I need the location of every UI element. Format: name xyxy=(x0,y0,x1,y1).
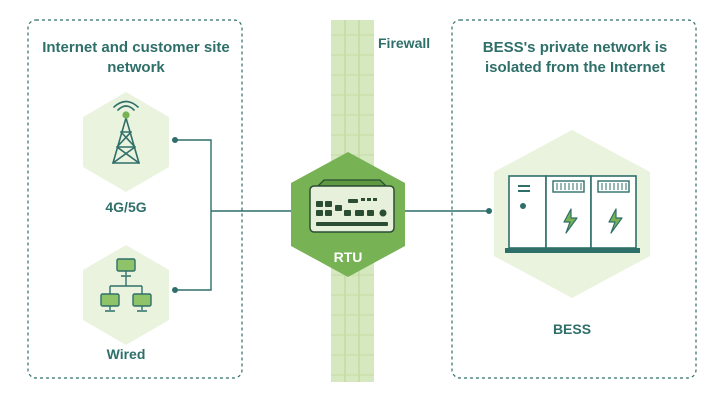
cell-label: 4G/5G xyxy=(105,199,147,215)
wired-label: Wired xyxy=(106,346,146,362)
right-panel xyxy=(451,19,697,379)
wired-hexagon xyxy=(83,245,169,345)
right-panel-title: BESS's private network is isolated from … xyxy=(482,39,668,76)
rtu-device-icon xyxy=(309,179,395,233)
network-computers-icon xyxy=(100,258,152,312)
left-panel-title: Internet and customer site network xyxy=(42,39,230,76)
cell-tower-icon xyxy=(112,100,140,164)
connector-lines xyxy=(175,139,489,291)
cell-hexagon xyxy=(83,92,169,192)
firewall-label: Firewall xyxy=(378,35,431,51)
bess-label: BESS xyxy=(552,321,592,337)
antenna-dot xyxy=(122,111,130,119)
cell-port-dot xyxy=(172,137,178,143)
wired-port-dot xyxy=(172,287,178,293)
rtu-label: RTU xyxy=(333,249,363,265)
bess-port-dot xyxy=(486,208,492,214)
battery-cabinet-icon xyxy=(505,175,640,253)
left-panel xyxy=(27,19,243,379)
